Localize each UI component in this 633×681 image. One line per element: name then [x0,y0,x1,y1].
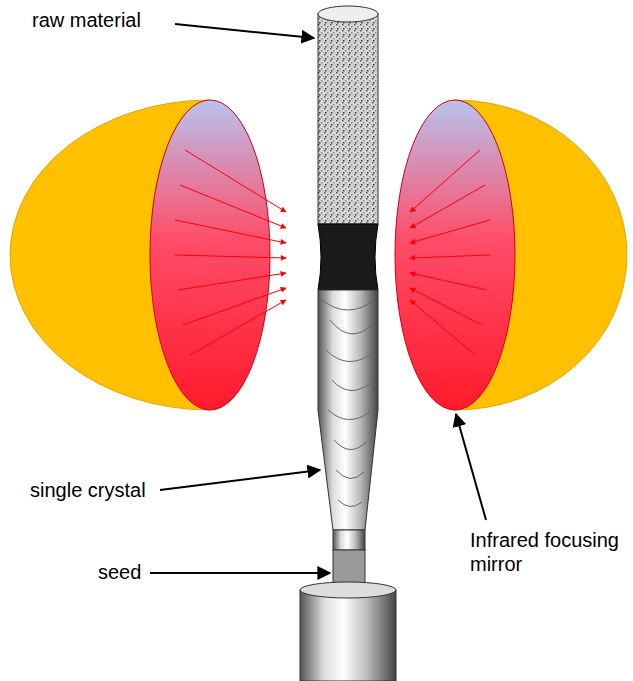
part-label: seed [98,560,141,584]
part-label: single crystal [30,478,146,502]
part-label: raw material [32,8,141,32]
part-label: Infrared focusing mirror [470,528,620,576]
